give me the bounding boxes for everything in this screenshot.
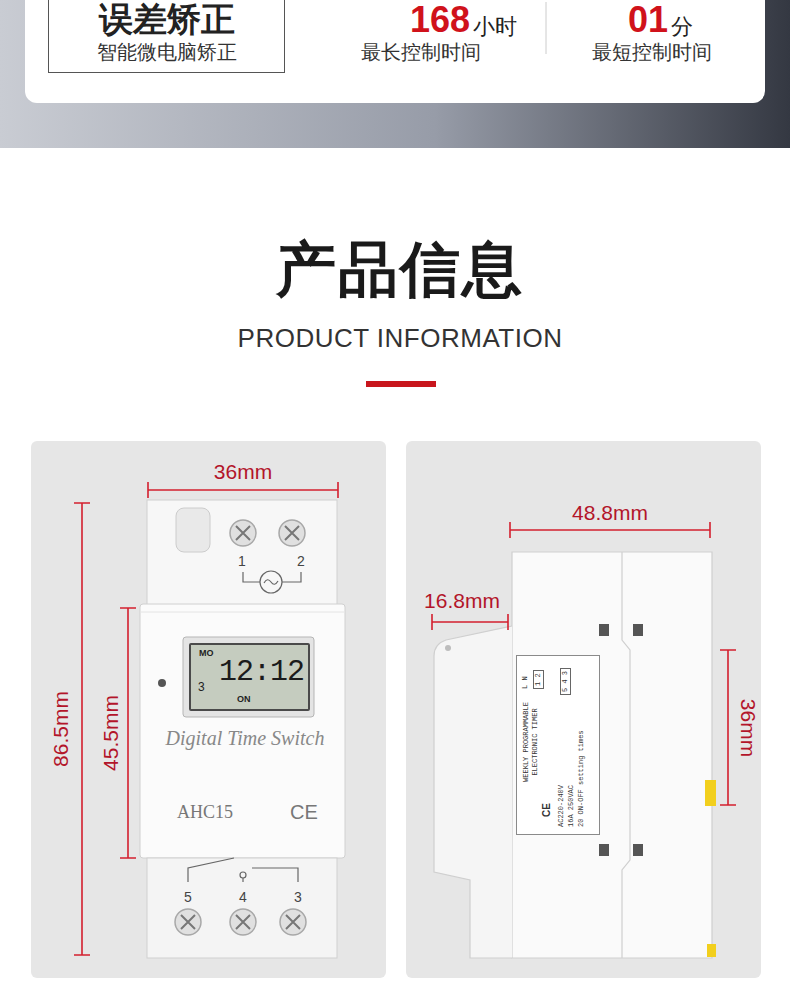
dimension-line bbox=[510, 522, 710, 538]
model-number: AHC15 bbox=[177, 803, 233, 821]
subtitle: PRODUCT INFORMATION bbox=[238, 325, 563, 351]
screw-slot bbox=[286, 915, 300, 929]
relay-terminals: 5 4 3 bbox=[560, 668, 571, 695]
dimension-line bbox=[432, 614, 508, 630]
lcd-day: MO bbox=[199, 649, 214, 658]
stat-unit: 小时 bbox=[473, 16, 517, 38]
screw-slot bbox=[181, 915, 195, 929]
lcd-time: 12:12 bbox=[219, 657, 304, 687]
rating-text: 20 ON-OFF setting times bbox=[578, 730, 585, 827]
correction-box: 误差矫正智能微电脑矫正 bbox=[48, 0, 285, 73]
relay-contact bbox=[188, 858, 234, 882]
terminal-number: 5 bbox=[184, 890, 192, 904]
bottom-terminal-block bbox=[147, 858, 337, 958]
screw bbox=[175, 909, 201, 935]
lcd-bezel bbox=[183, 637, 314, 717]
relay-contact bbox=[252, 868, 298, 882]
sticker-frame: L N 1 2 5 4 3 WEEKLY PROGRAMMABLE ELECTRONI… bbox=[516, 655, 600, 835]
clip-slot bbox=[599, 844, 609, 856]
screw bbox=[280, 909, 306, 935]
top-terminal-block bbox=[147, 500, 337, 606]
rating-text: AC220-240V bbox=[558, 785, 565, 827]
screw bbox=[230, 520, 256, 546]
lcd-screen: MO 12:12ON 3 bbox=[189, 643, 310, 711]
clip-slot bbox=[599, 624, 609, 636]
clip-slot bbox=[633, 844, 643, 856]
ac-tilde bbox=[264, 580, 278, 585]
accent-bar bbox=[366, 381, 436, 387]
din-clip bbox=[705, 780, 716, 806]
rating-sticker: L N 1 2 5 4 3 WEEKLY PROGRAMMABLE ELECTRONI… bbox=[516, 655, 600, 835]
page-title: 产品信息 bbox=[276, 240, 524, 300]
side-front-cover bbox=[434, 626, 512, 958]
ce-mark: CE bbox=[290, 802, 318, 822]
relay-pivot bbox=[240, 872, 246, 878]
indicator-led bbox=[158, 679, 166, 687]
din-clip bbox=[707, 944, 716, 957]
ce-mark: CE bbox=[542, 803, 552, 817]
screw bbox=[279, 520, 305, 546]
product-name: Digital Time Switch bbox=[166, 728, 325, 748]
screw-slot bbox=[236, 915, 250, 929]
terminal-number: 3 bbox=[294, 890, 302, 904]
dimension: 48.8mm bbox=[572, 502, 648, 523]
face-lip bbox=[141, 612, 344, 613]
terminal-number: 2 bbox=[297, 554, 305, 568]
dimension-line bbox=[720, 650, 736, 805]
box-heading: 误差矫正 bbox=[99, 2, 235, 36]
stat-number: 01 bbox=[628, 2, 668, 38]
supply-wire bbox=[243, 572, 301, 582]
rating-text: 16A 250VAC bbox=[568, 785, 575, 827]
dimension: 36mm bbox=[214, 461, 272, 482]
dimension-line bbox=[74, 503, 90, 955]
dimension: 86.5mm bbox=[50, 691, 71, 767]
lcd-status: ON bbox=[237, 695, 251, 704]
dimension-line bbox=[148, 482, 338, 498]
stat-caption: 最短控制时间 bbox=[592, 42, 712, 62]
cover-hinge bbox=[445, 645, 451, 651]
terminal-number: 4 bbox=[239, 890, 247, 904]
stats-card bbox=[25, 0, 765, 103]
stat-caption: 最长控制时间 bbox=[361, 42, 481, 62]
top-tab bbox=[176, 508, 210, 552]
screw-slot bbox=[236, 526, 250, 540]
front-panel bbox=[31, 441, 386, 978]
terminal-number: 1 bbox=[238, 554, 246, 568]
clip-slot bbox=[633, 624, 643, 636]
stat-unit: 分 bbox=[671, 16, 693, 38]
dimension: 36mm bbox=[738, 699, 759, 757]
screw-slot bbox=[285, 526, 299, 540]
dimension: 16.8mm bbox=[424, 590, 500, 611]
screw bbox=[230, 909, 256, 935]
ac-symbol bbox=[260, 571, 282, 593]
front-face bbox=[140, 604, 345, 858]
terminal-names: L N bbox=[522, 676, 529, 689]
side-body bbox=[512, 552, 712, 958]
stats-divider bbox=[546, 2, 547, 54]
side-panel bbox=[406, 441, 761, 978]
side-seam bbox=[622, 552, 630, 958]
box-text: 智能微电脑矫正 bbox=[97, 42, 237, 62]
lcd-program: 3 bbox=[198, 681, 205, 693]
dimension-line bbox=[120, 608, 136, 858]
dimension: 45.5mm bbox=[100, 695, 121, 771]
terminal-numbers: 1 2 bbox=[533, 670, 544, 689]
stat-number: 168 bbox=[410, 2, 470, 38]
sticker-heading: WEEKLY PROGRAMMABLE ELECTRONIC TIMER bbox=[522, 693, 540, 791]
